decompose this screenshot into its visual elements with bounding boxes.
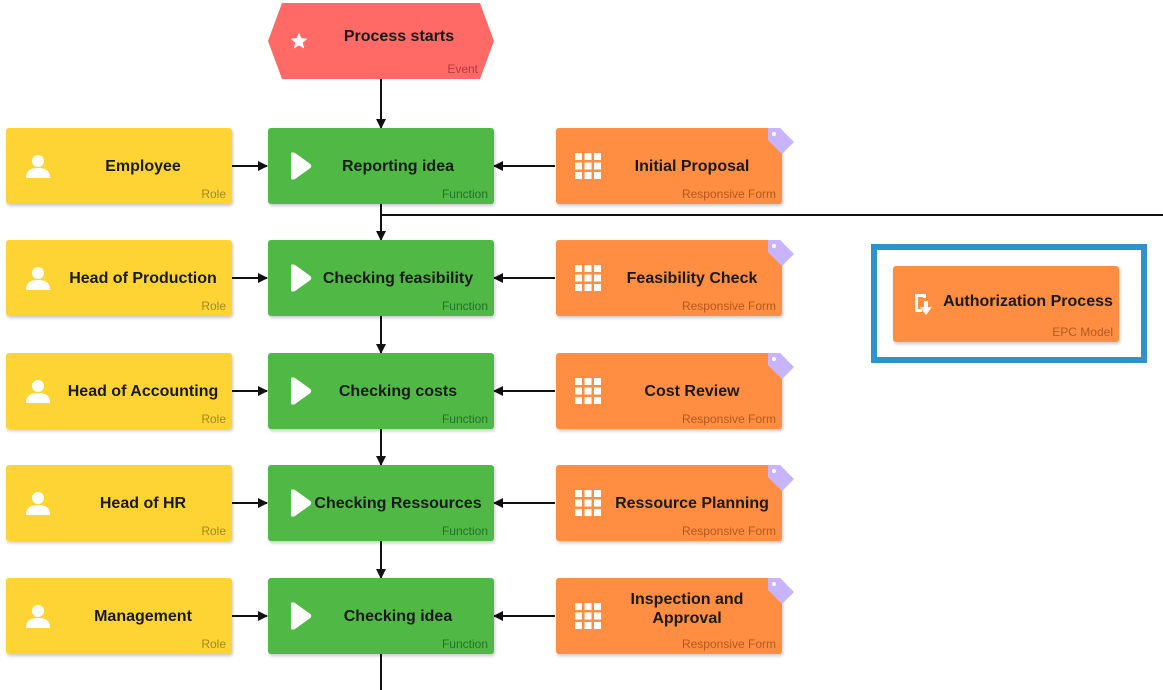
role-type: Role <box>201 637 226 651</box>
function-node-3[interactable]: Checking costs Function <box>268 353 494 429</box>
role-node-1[interactable]: Employee Role <box>6 128 232 204</box>
event-shape <box>268 3 494 79</box>
epc-model-type: EPC Model <box>1052 325 1113 339</box>
person-icon <box>25 265 51 291</box>
role-node-2[interactable]: Head of Production Role <box>6 240 232 316</box>
selection-highlight <box>871 244 1147 363</box>
form-node-1[interactable]: Initial Proposal Responsive Form <box>556 128 794 204</box>
person-icon <box>25 378 51 404</box>
grid-icon <box>575 153 601 179</box>
function-node-4[interactable]: Checking Ressources Function <box>268 465 494 541</box>
function-node-2[interactable]: Checking feasibility Function <box>268 240 494 316</box>
form-node-5[interactable]: Inspection and Approval Responsive Form <box>556 578 794 654</box>
role-node-3[interactable]: Head of Accounting Role <box>6 353 232 429</box>
role-label: Employee <box>105 157 181 175</box>
role-label: Head of Production <box>69 269 217 287</box>
grid-icon <box>575 603 601 629</box>
function-type: Function <box>441 187 488 201</box>
play-icon <box>288 152 312 180</box>
play-icon <box>288 377 312 405</box>
role-node-5[interactable]: Management Role <box>6 578 232 654</box>
function-type: Function <box>441 299 488 313</box>
role-node-4[interactable]: Head of HR Role <box>6 465 232 541</box>
function-type: Function <box>441 412 488 426</box>
form-node-3[interactable]: Cost Review Responsive Form <box>556 353 794 429</box>
tag-icon <box>768 353 794 379</box>
form-label: Initial Proposal <box>634 157 750 175</box>
function-label: Checking feasibility <box>322 269 474 287</box>
role-label: Head of Accounting <box>67 382 219 400</box>
form-label: Inspection and Approval <box>630 591 744 627</box>
person-icon <box>25 603 51 629</box>
function-node-1[interactable]: Reporting idea Function <box>268 128 494 204</box>
form-type: Responsive Form <box>681 524 776 538</box>
person-icon <box>25 490 51 516</box>
role-type: Role <box>201 299 226 313</box>
star-icon <box>289 31 309 51</box>
process-link-icon <box>913 292 935 316</box>
form-node-4[interactable]: Ressource Planning Responsive Form <box>556 465 794 541</box>
form-node-2[interactable]: Feasibility Check Responsive Form <box>556 240 794 316</box>
form-label: Cost Review <box>644 382 740 400</box>
tag-icon <box>768 578 794 604</box>
tag-icon <box>768 240 794 266</box>
role-label: Head of HR <box>99 494 187 512</box>
function-label: Reporting idea <box>341 157 454 175</box>
event-process-starts[interactable]: Process starts Event <box>268 3 494 79</box>
form-label: Ressource Planning <box>615 494 769 512</box>
function-type: Function <box>441 524 488 538</box>
tag-icon <box>768 465 794 491</box>
grid-icon <box>575 265 601 291</box>
form-label: Feasibility Check <box>626 269 758 287</box>
form-type: Responsive Form <box>681 299 776 313</box>
event-label: Process starts <box>343 27 455 45</box>
function-label: Checking costs <box>338 382 458 400</box>
role-type: Role <box>201 524 226 538</box>
person-icon <box>25 153 51 179</box>
role-type: Role <box>201 412 226 426</box>
form-type: Responsive Form <box>681 412 776 426</box>
epc-model-node[interactable]: Authorization Process EPC Model <box>893 266 1119 342</box>
function-label: Checking Ressources <box>314 494 482 512</box>
form-type: Responsive Form <box>681 637 776 651</box>
grid-icon <box>575 490 601 516</box>
play-icon <box>288 489 312 517</box>
form-type: Responsive Form <box>681 187 776 201</box>
function-node-5[interactable]: Checking idea Function <box>268 578 494 654</box>
function-type: Function <box>441 637 488 651</box>
event-type: Event <box>447 62 478 76</box>
grid-icon <box>575 378 601 404</box>
play-icon <box>288 602 312 630</box>
role-label: Management <box>94 607 192 625</box>
role-type: Role <box>201 187 226 201</box>
function-label: Checking idea <box>343 607 453 625</box>
epc-model-label: Authorization Process <box>943 292 1113 310</box>
play-icon <box>288 264 312 292</box>
tag-icon <box>768 128 794 154</box>
